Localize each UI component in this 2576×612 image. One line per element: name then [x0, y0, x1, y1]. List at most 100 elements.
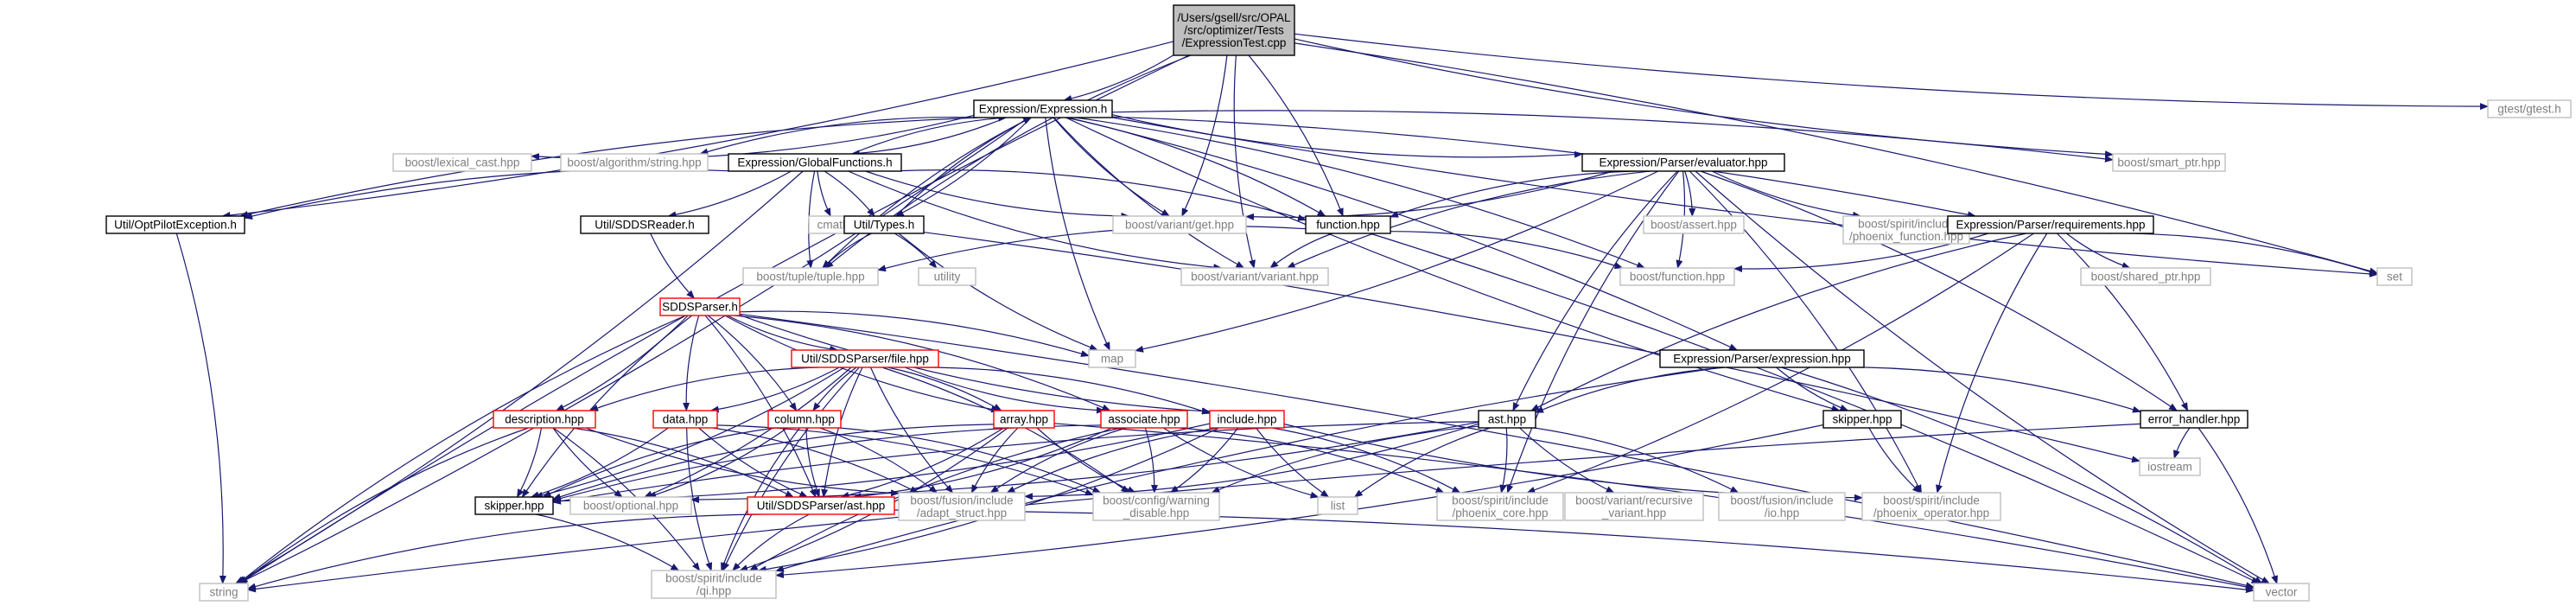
node-gtest_h: gtest/gtest.h [2487, 99, 2572, 118]
edge-requirements-to-error_handler [2056, 233, 2189, 411]
edge-sdds_parser-to-sdds_file [727, 315, 839, 353]
edge-function_hpp-to-variant_variant [1269, 233, 1333, 269]
edge-error_handler-to-iostream [2173, 427, 2191, 459]
node-label-fusion_io-1: /io.hpp [1765, 507, 1800, 520]
edge-expression_h-to-variant_variant [1053, 117, 1245, 269]
node-data_hpp[interactable]: data.hpp [652, 410, 718, 429]
node-associate_hpp[interactable]: associate.hpp [1100, 410, 1188, 429]
node-map: map [1088, 349, 1136, 368]
node-evaluator[interactable]: Expression/Parser/evaluator.hpp [1581, 153, 1785, 172]
edge-array_hpp-to-sdds_ast [840, 427, 1004, 499]
edge-sdds_file-to-column_hpp [812, 367, 857, 411]
node-box-boost_function [1619, 267, 1735, 286]
node-label-root-2: /ExpressionTest.cpp [1182, 36, 1287, 49]
node-label-utility-0: utility [934, 271, 961, 284]
node-box-lexical_cast [392, 153, 532, 172]
node-label-shared_ptr-0: boost/shared_ptr.hpp [2091, 271, 2201, 284]
node-label-fusion_io-0: boost/fusion/include [1730, 494, 1833, 507]
node-box-fusion_io [1718, 492, 1846, 521]
node-box-phoenix_operator [1861, 492, 2001, 521]
node-label-associate_hpp-0: associate.hpp [1108, 413, 1180, 426]
node-parser_expression[interactable]: Expression/Parser/expression.hpp [1659, 349, 1865, 368]
edge-sdds_file-to-data_hpp [709, 367, 840, 413]
node-array_hpp[interactable]: array.hpp [993, 410, 1055, 429]
edge-error_handler-to-string [247, 423, 2141, 593]
edge-requirements-to-phoenix_operator [1936, 233, 2048, 494]
edge-parser_expression-to-error_handler [1823, 367, 2141, 413]
node-expression_h[interactable]: Expression/Expression.h [973, 99, 1113, 118]
node-global_functions[interactable]: Expression/GlobalFunctions.h [728, 153, 902, 172]
edge-evaluator-to-phoenix_core [1506, 170, 1680, 494]
edge-sdds_parser-to-include_hpp [739, 314, 1211, 415]
node-label-evaluator-0: Expression/Parser/evaluator.hpp [1599, 156, 1767, 169]
edge-requirements-to-phoenix_core [1526, 233, 2034, 494]
node-error_handler[interactable]: error_handler.hpp [2140, 410, 2248, 429]
node-sdds_parser[interactable]: SDDSParser.h [659, 297, 741, 316]
node-box-string [199, 583, 249, 602]
edge-sdds_file-to-sdds_ast [821, 367, 863, 498]
node-util_types[interactable]: Util/Types.h [843, 215, 925, 234]
edge-include_hpp-to-list [1256, 427, 1330, 498]
node-include_hpp[interactable]: include.hpp [1209, 410, 1285, 429]
node-label-global_functions-0: Expression/GlobalFunctions.h [737, 156, 892, 169]
edge-skipper_right-to-phoenix_operator [1868, 427, 1922, 494]
node-label-phoenix_function-1: /phoenix_function.hpp [1849, 230, 1963, 243]
edge-global_functions-to-variant_variant [848, 170, 1223, 271]
edge-sdds_parser-to-skipper_left [521, 315, 693, 498]
node-label-smart_ptr-0: boost/smart_ptr.hpp [2117, 156, 2220, 169]
edge-associate_hpp-to-list [1163, 427, 1320, 499]
edge-sdds_file-to-adapt_struct [869, 367, 954, 494]
edge-evaluator-to-phoenix_function [1711, 170, 1862, 219]
node-box-sdds_ast [747, 496, 895, 515]
edge-sdds_parser-to-vector [739, 313, 2255, 590]
node-skipper_left[interactable]: skipper.hpp [474, 496, 554, 515]
edge-expression_h-to-global_functions [850, 117, 1007, 157]
node-label-parser_expression-0: Expression/Parser/expression.hpp [1673, 353, 1851, 366]
edge-expression_h-to-util_types [894, 117, 1032, 217]
edge-root-to-set [1294, 42, 2378, 275]
node-skipper_right[interactable]: skipper.hpp [1822, 410, 1902, 429]
node-label-qi-0: boost/spirit/include [665, 571, 762, 584]
node-box-column_hpp [767, 410, 842, 429]
edge-expression_h-to-lexical_cast [531, 114, 975, 161]
node-box-utility [918, 267, 976, 286]
node-column_hpp[interactable]: column.hpp [767, 410, 842, 429]
edge-data_hpp-to-skipper_left [530, 427, 669, 499]
node-label-sdds_ast-0: Util/SDDSParser/ast.hpp [757, 500, 886, 513]
edge-util_types-to-map [898, 233, 1098, 351]
edge-ast_hpp-to-adapt_struct [1024, 423, 1479, 500]
node-label-vector-0: vector [2266, 586, 2298, 599]
edge-evaluator-to-boost_assert [1684, 170, 1696, 217]
edge-util_types-to-utility [894, 233, 938, 269]
edge-requirements-to-shared_ptr [2065, 233, 2131, 269]
node-function_hpp[interactable]: function.hpp [1305, 215, 1391, 234]
node-label-requirements-0: Expression/Parser/requirements.hpp [1956, 219, 2145, 232]
node-optpilot_exc[interactable]: Util/OptPilotException.h [105, 215, 245, 234]
node-sdds_ast[interactable]: Util/SDDSParser/ast.hpp [747, 496, 895, 515]
node-label-phoenix_core-1: /phoenix_core.hpp [1452, 507, 1548, 520]
node-label-map-0: map [1101, 353, 1123, 366]
node-sdds_file[interactable]: Util/SDDSParser/file.hpp [791, 349, 939, 368]
edge-requirements-to-ast_hpp [1530, 233, 2027, 411]
edge-optpilot_exc-to-string [175, 233, 226, 584]
edge-array_hpp-to-adapt_struct [970, 427, 1019, 494]
edge-global_functions-to-cmath [817, 170, 831, 217]
edge-root-to-string [239, 54, 1190, 584]
edge-evaluator-to-map [1135, 170, 1659, 353]
edge-sdds_file-to-skipper_left [533, 367, 845, 499]
node-label-phoenix_function-0: boost/spirit/include [1858, 217, 1955, 230]
edge-expression_h-to-requirements [1111, 116, 1976, 219]
edge-expression_h-to-tuple [822, 117, 1032, 269]
node-iostream: iostream [2139, 457, 2201, 476]
node-root[interactable]: /Users/gsell/src/OPAL/src/optimizer/Test… [1173, 4, 1295, 56]
edge-expression_h-to-variant_get [1053, 117, 1171, 217]
node-string: string [199, 583, 249, 602]
node-box-skipper_right [1822, 410, 1902, 429]
node-label-gtest_h-0: gtest/gtest.h [2497, 103, 2561, 116]
edge-sdds_file-to-qi [722, 367, 860, 571]
node-sdds_reader[interactable]: Util/SDDSReader.h [580, 215, 709, 234]
node-box-data_hpp [652, 410, 718, 429]
node-description[interactable]: description.hpp [493, 410, 596, 429]
node-ast_hpp[interactable]: ast.hpp [1478, 410, 1536, 429]
node-requirements[interactable]: Expression/Parser/requirements.hpp [1947, 215, 2154, 234]
